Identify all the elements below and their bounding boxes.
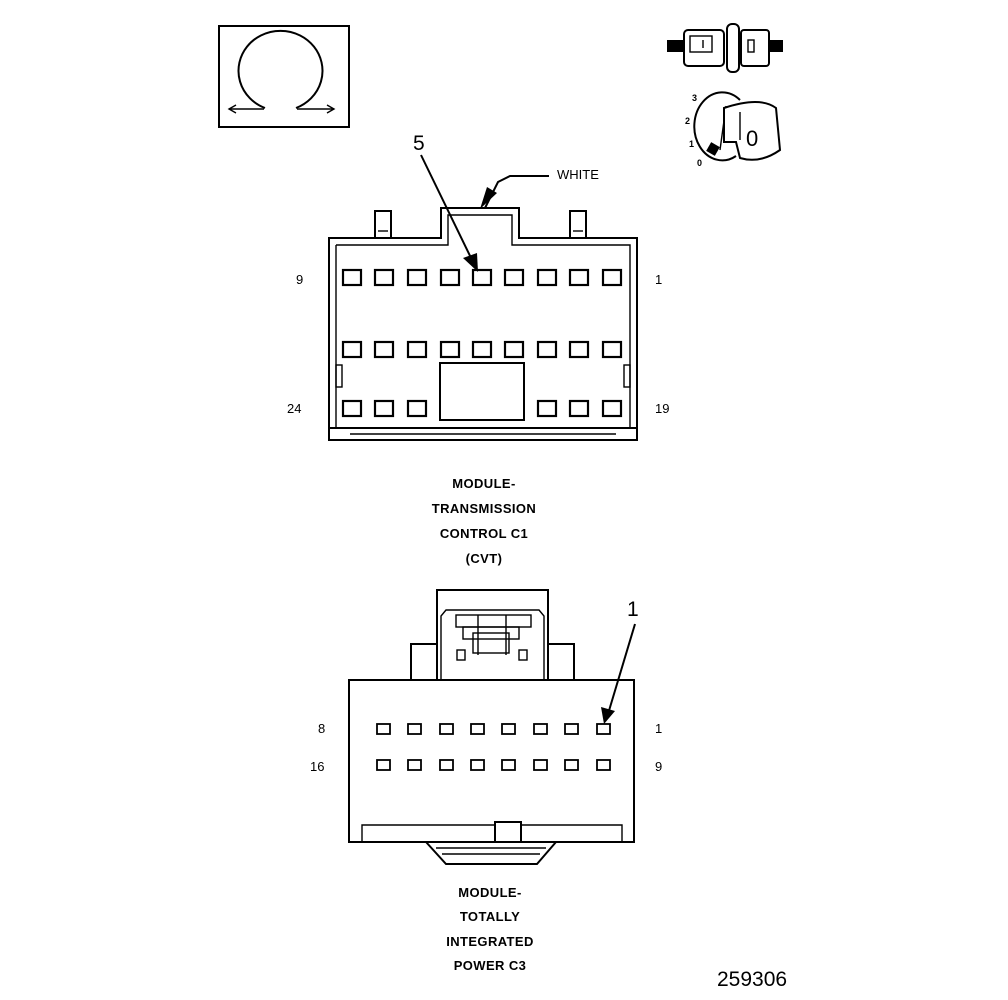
c3-row1-pins [376, 723, 611, 735]
c1-pin-12 [536, 340, 558, 359]
c1-row2-pins [341, 340, 623, 359]
c1-pin-14 [471, 340, 493, 359]
c1-pin-16 [406, 340, 428, 359]
c1-pin-24 [341, 399, 363, 418]
c1-pin-20 [568, 399, 590, 418]
key-label: 0 [746, 126, 758, 151]
connector-mating-icon [667, 23, 783, 73]
c3-pin-13 [470, 759, 485, 771]
c3-pin-4 [501, 723, 516, 735]
c3-row2-pins [376, 759, 611, 771]
c1-wire-color-label: WHITE [557, 167, 599, 182]
c1-pin-19 [601, 399, 623, 418]
c1-pin-13 [503, 340, 525, 359]
c1-row1-left-label: 9 [296, 272, 303, 287]
c1-pin-7 [406, 268, 428, 287]
c1-pin-8 [373, 268, 395, 287]
c1-pin-6 [439, 268, 461, 287]
c3-caption-line-1: MODULE- [458, 885, 521, 900]
key-position-2: 2 [685, 116, 690, 126]
key-position-1: 1 [689, 139, 694, 149]
c3-pin-11 [533, 759, 548, 771]
c1-row3-pins [341, 399, 623, 418]
c1-pin-23 [373, 399, 395, 418]
c1-pin-18 [341, 340, 363, 359]
c1-callout-pin-label: 5 [413, 132, 425, 155]
connector-c1: 9 1 24 19 WHITE 5 [287, 132, 669, 441]
c1-row3-right-label: 19 [655, 401, 669, 416]
c1-caption-line-1: MODULE- [452, 476, 515, 491]
c3-caption-line-4: POWER C3 [454, 958, 527, 973]
ignition-key-icon: 3 2 1 0 0 [685, 91, 782, 168]
c3-row2-left-label: 16 [310, 759, 324, 774]
key-position-0: 0 [697, 158, 702, 168]
c3-pin-10 [564, 759, 579, 771]
c3-callout-pin-label: 1 [627, 598, 639, 621]
c3-row1-left-label: 8 [318, 721, 325, 736]
c3-pin-7 [407, 723, 422, 735]
c3-pin-12 [501, 759, 516, 771]
c1-pin-3 [536, 268, 558, 287]
c1-pin-11 [568, 340, 590, 359]
c3-pin-16 [376, 759, 391, 771]
c1-caption: MODULE- TRANSMISSION CONTROL C1 (CVT) [432, 476, 536, 566]
c1-caption-line-2: TRANSMISSION [432, 501, 536, 516]
c3-pin-8 [376, 723, 391, 735]
c3-pin-15 [407, 759, 422, 771]
key-position-3: 3 [692, 93, 697, 103]
c1-pin-1 [601, 268, 623, 287]
figure-number: 259306 [717, 968, 787, 991]
c1-caption-line-4: (CVT) [466, 551, 503, 566]
c3-pin-9 [596, 759, 611, 771]
c3-pin-3 [533, 723, 548, 735]
c1-pin-17 [373, 340, 395, 359]
c1-pin-9 [341, 268, 363, 287]
c3-caption-line-3: INTEGRATED [446, 934, 534, 949]
c3-pin-6 [439, 723, 454, 735]
c3-pin-1 [596, 723, 611, 735]
c3-pin-5 [470, 723, 485, 735]
c1-row1-right-label: 1 [655, 272, 662, 287]
c1-row3-left-label: 24 [287, 401, 301, 416]
c1-pin-5 [471, 268, 493, 287]
c1-pin-2 [568, 268, 590, 287]
c1-row1-pins [341, 268, 623, 287]
c3-pin-14 [439, 759, 454, 771]
c1-pin-4 [503, 268, 525, 287]
c3-pin-2 [564, 723, 579, 735]
c1-pin-10 [601, 340, 623, 359]
view-symbol-icon [218, 25, 350, 128]
c3-caption-line-2: TOTALLY [460, 909, 520, 924]
c1-pin-21 [536, 399, 558, 418]
c1-pin-15 [439, 340, 461, 359]
c3-row1-right-label: 1 [655, 721, 662, 736]
c3-caption: MODULE- TOTALLY INTEGRATED POWER C3 [446, 885, 534, 973]
c1-caption-line-3: CONTROL C1 [440, 526, 528, 541]
c1-pin-22 [406, 399, 428, 418]
connector-c3: 8 1 16 9 1 [310, 589, 662, 865]
c3-row2-right-label: 9 [655, 759, 662, 774]
